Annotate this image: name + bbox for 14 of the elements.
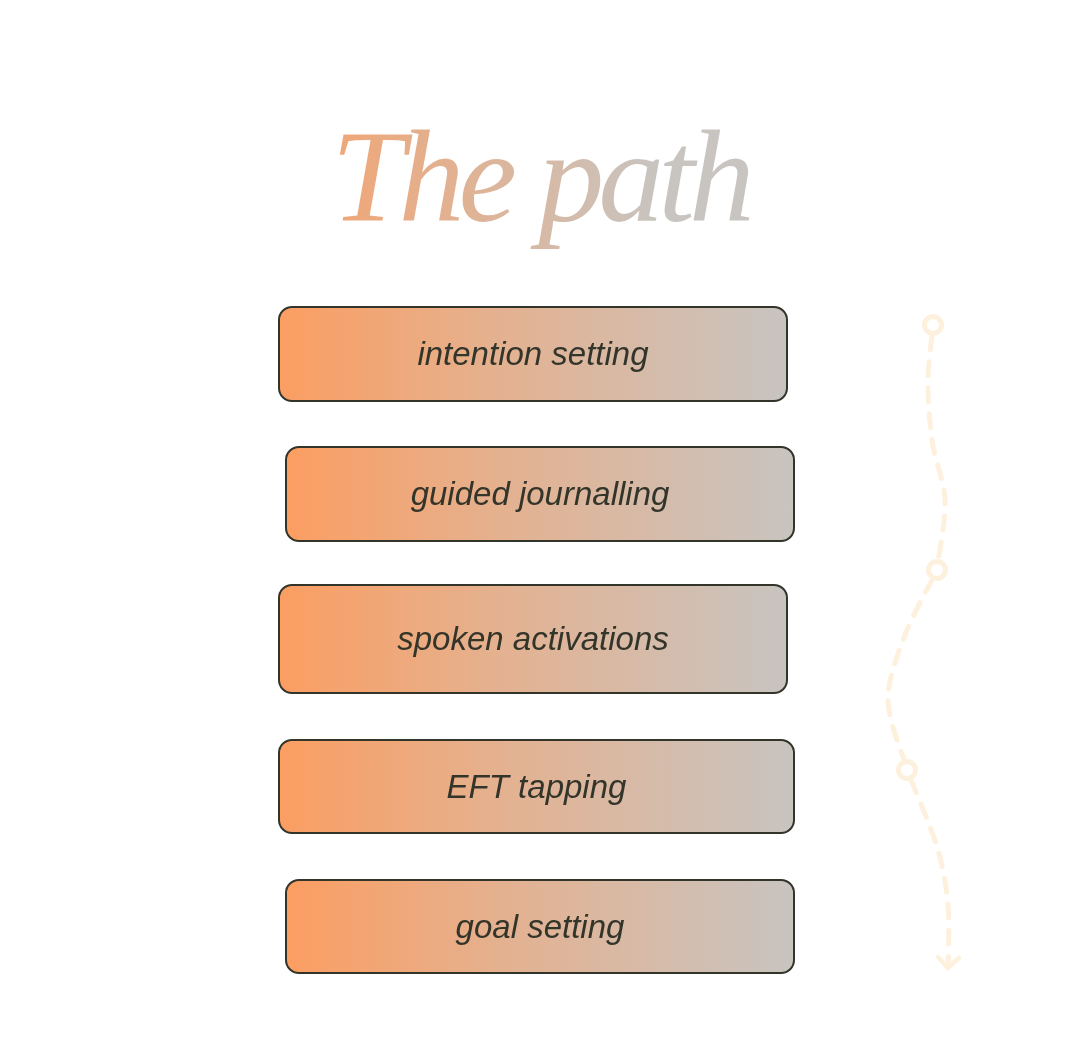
step-label: EFT tapping bbox=[446, 767, 627, 806]
waypoint-circle bbox=[896, 759, 918, 781]
step-label: goal setting bbox=[455, 907, 625, 946]
step-box bbox=[285, 446, 795, 542]
step-box bbox=[278, 739, 795, 834]
step-box bbox=[278, 584, 788, 694]
dashed-path-arrow bbox=[908, 777, 962, 971]
step-label: intention setting bbox=[417, 335, 649, 373]
step-label: guided journalling bbox=[410, 475, 670, 513]
step-box bbox=[285, 879, 795, 974]
step-label: spoken activations bbox=[397, 620, 669, 658]
step-box bbox=[278, 306, 788, 402]
waypoint-circle bbox=[922, 314, 944, 336]
waypoint-circle bbox=[926, 559, 948, 581]
